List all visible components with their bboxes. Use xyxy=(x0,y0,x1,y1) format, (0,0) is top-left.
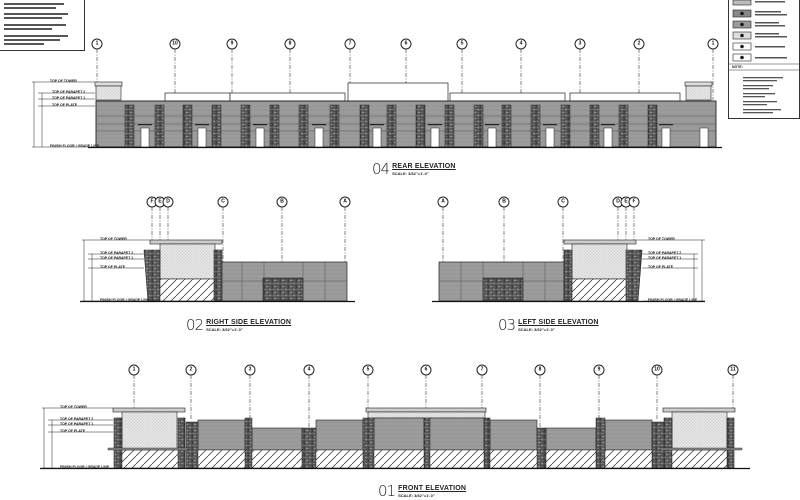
grid-bubble: 2 xyxy=(185,364,197,376)
level-label: TOP OF TOWER xyxy=(50,79,77,83)
elevation-name: FRONT ELEVATION xyxy=(398,485,467,492)
left-side-elevation-title: 03 LEFT SIDE ELEVATION SCALE: 3/32"=1'-0… xyxy=(498,316,599,334)
note-text-line xyxy=(4,28,52,30)
level-label: TOP OF PARAPET 2 xyxy=(52,90,86,94)
level-label: TOP OF PLATE xyxy=(648,265,674,269)
general-notes-box xyxy=(0,0,85,51)
elevation-scale: SCALE: 3/32"=1'-0" xyxy=(398,493,435,498)
grid-bubble: 9 xyxy=(226,38,238,50)
elevation-number: 02 xyxy=(186,316,204,334)
rear-elevation-title: 04 REAR ELEVATION SCALE: 3/32"=1'-0" xyxy=(372,160,456,178)
level-label: TOP OF PARAPET 1 xyxy=(100,256,134,260)
elevation-number: 03 xyxy=(498,316,516,334)
grid-bubble: C xyxy=(217,196,229,208)
grid-bubble: C xyxy=(557,196,569,208)
grid-bubble: 9 xyxy=(593,364,605,376)
elevation-scale: SCALE: 3/32"=1'-0" xyxy=(206,327,243,332)
level-label: TOP OF PARAPET 2 xyxy=(60,417,94,421)
left-side-elevation xyxy=(432,207,705,303)
grid-bubble: 11 xyxy=(727,364,739,376)
grid-bubble: 2 xyxy=(633,38,645,50)
elevation-scale: SCALE: 3/32"=1'-0" xyxy=(392,171,429,176)
grid-bubble: 1 xyxy=(707,38,719,50)
level-label: TOP OF TOWER xyxy=(648,237,675,241)
level-label: FINISH FLOOR / GRADE LINE xyxy=(60,465,110,469)
elevation-number: 04 xyxy=(372,160,390,178)
grid-bubble: 7 xyxy=(476,364,488,376)
grid-bubble: 7 xyxy=(344,38,356,50)
note-text-line xyxy=(4,13,68,15)
grid-bubble: 4 xyxy=(303,364,315,376)
grid-bubble: 3 xyxy=(574,38,586,50)
grid-bubble: D xyxy=(162,196,174,208)
grid-bubble: B xyxy=(276,196,288,208)
note-text-line xyxy=(4,35,68,37)
level-label: TOP OF PARAPET 2 xyxy=(648,251,682,255)
grid-bubble: B xyxy=(498,196,510,208)
level-label: TOP OF PARAPET 1 xyxy=(60,422,94,426)
grid-bubble: 1 xyxy=(128,364,140,376)
grid-bubble: 1 xyxy=(91,38,103,50)
level-label: TOP OF PLATE xyxy=(100,265,126,269)
grid-bubble: A xyxy=(437,196,449,208)
level-label: FINISH FLOOR / GRADE LINE xyxy=(100,298,150,302)
level-label: TOP OF PLATE xyxy=(52,103,78,107)
front-elevation xyxy=(40,375,750,470)
rear-bays xyxy=(124,104,709,148)
level-label: TOP OF PLATE xyxy=(60,429,86,433)
right-side-elevation-title: 02 RIGHT SIDE ELEVATION SCALE: 3/32"=1'-… xyxy=(186,316,292,334)
grid-bubble: 3 xyxy=(244,364,256,376)
level-label: FINISH FLOOR / GRADE LINE xyxy=(648,298,698,302)
right-side-elevation xyxy=(80,207,355,303)
note-text-line xyxy=(4,43,44,45)
elevation-name: LEFT SIDE ELEVATION xyxy=(518,319,599,326)
grid-bubble: 6 xyxy=(400,38,412,50)
note-text-line xyxy=(4,3,64,5)
grid-bubble: 10 xyxy=(651,364,663,376)
level-label: FINISH FLOOR / GRADE LINE xyxy=(50,144,100,148)
front-elevation-title: 01 FRONT ELEVATION SCALE: 3/32"=1'-0" xyxy=(378,482,467,500)
note-text-line xyxy=(4,24,66,26)
elevation-number: 01 xyxy=(378,482,396,500)
grid-bubble: 8 xyxy=(534,364,546,376)
note-text-line xyxy=(4,7,56,9)
grid-bubble: F xyxy=(628,196,640,208)
grid-bubble: 8 xyxy=(284,38,296,50)
level-label: TOP OF PARAPET 2 xyxy=(100,251,134,255)
note-text-line xyxy=(4,17,62,19)
level-label: TOP OF TOWER xyxy=(60,405,87,409)
elevation-name: REAR ELEVATION xyxy=(392,163,456,170)
level-label: TOP OF PARAPET 1 xyxy=(648,256,682,260)
legend-swatches xyxy=(729,0,799,114)
material-legend: NOTE: xyxy=(728,0,800,119)
elevation-scale: SCALE: 3/32"=1'-0" xyxy=(518,327,555,332)
elevation-name: RIGHT SIDE ELEVATION xyxy=(206,319,292,326)
grid-bubble: 5 xyxy=(456,38,468,50)
grid-bubble: 6 xyxy=(420,364,432,376)
grid-bubble: 10 xyxy=(169,38,181,50)
grid-bubble: 5 xyxy=(362,364,374,376)
level-label: TOP OF TOWER xyxy=(100,237,127,241)
rear-elevation xyxy=(32,49,722,149)
level-label: TOP OF PARAPET 1 xyxy=(52,96,86,100)
legend-notes-header: NOTE: xyxy=(732,65,743,69)
note-text-line xyxy=(4,39,60,41)
grid-bubble: 4 xyxy=(515,38,527,50)
grid-bubble: A xyxy=(339,196,351,208)
